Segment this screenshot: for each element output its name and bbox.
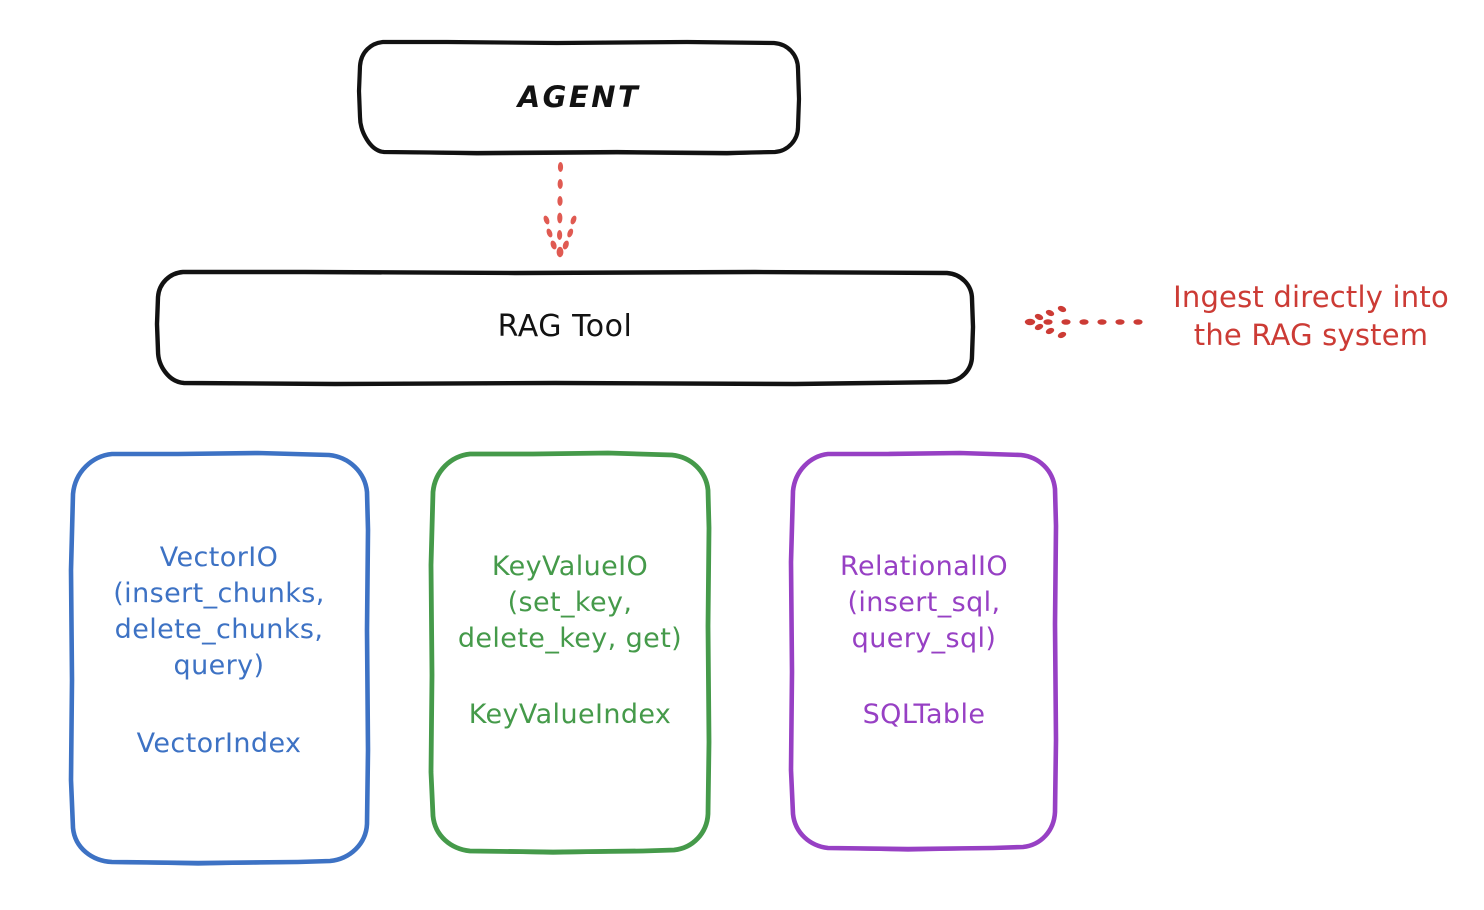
node-agent[interactable]: AGENT	[356, 39, 802, 156]
node-relational-io[interactable]: RelationalIO (insert_sql, query_sql) SQL…	[788, 450, 1060, 852]
node-vector-io[interactable]: VectorIO (insert_chunks, delete_chunks, …	[68, 450, 371, 866]
node-vector-io-label: VectorIO (insert_chunks, delete_chunks, …	[113, 542, 325, 681]
node-agent-label: AGENT	[517, 79, 641, 114]
dotted-arrow-down-icon	[543, 162, 577, 258]
dotted-arrow-left-icon	[1024, 305, 1143, 339]
node-relational-io-label: RelationalIO (insert_sql, query_sql)	[840, 551, 1008, 654]
annotation-ingest-directly: Ingest directly into the RAG system	[1173, 280, 1449, 353]
node-rag-tool[interactable]: RAG Tool	[154, 269, 976, 387]
node-key-value-io-index: KeyValueIndex	[468, 698, 672, 730]
node-key-value-io-label: KeyValueIO (set_key, delete_key, get)	[457, 551, 683, 654]
node-rag-tool-label: RAG Tool	[497, 309, 633, 345]
node-key-value-io[interactable]: KeyValueIO (set_key, delete_key, get) Ke…	[428, 450, 712, 855]
node-relational-io-index: SQLTable	[862, 698, 986, 730]
node-vector-io-index: VectorIndex	[136, 727, 302, 759]
